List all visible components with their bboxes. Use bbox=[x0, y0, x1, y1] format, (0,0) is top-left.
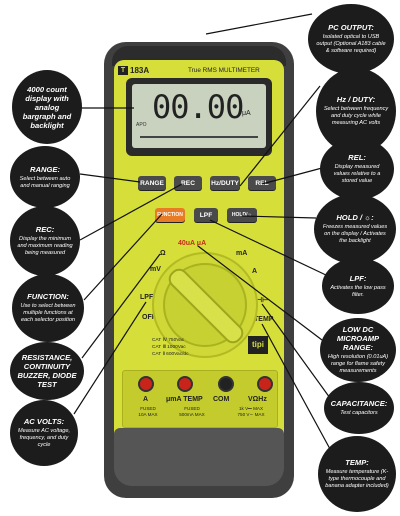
meter-bottom-boot bbox=[114, 428, 284, 486]
callout-hz-duty-title: Hz / DUTY: bbox=[336, 95, 376, 105]
callout-low-dc-title: LOW DC MICROAMP RANGE: bbox=[336, 325, 380, 353]
jack-label-v-ohm-hz: VΩHz bbox=[248, 396, 267, 403]
callout-function-title: FUNCTION: bbox=[27, 292, 69, 302]
callout-resistance-title: RESISTANCE, CONTINUITY BUZZER, DIODE TES… bbox=[17, 353, 77, 389]
fuse-label-10a: FUSED 10A MAX bbox=[138, 406, 158, 417]
callout-lpf-desc: Activates the low pass filter. bbox=[330, 284, 386, 298]
dial-label-a: A bbox=[252, 268, 258, 275]
callout-ac-volts-title: AC VOLTS: bbox=[23, 417, 65, 427]
display-reading: 00.00 bbox=[152, 88, 244, 126]
jack-com[interactable] bbox=[218, 376, 234, 392]
callout-rec-title: REC: bbox=[35, 225, 55, 235]
callout-temp-desc: Measure temperature (K-type thermocouple… bbox=[325, 469, 389, 489]
cat-rating-3: CAT Ⅱ 600Vac/dc bbox=[152, 352, 189, 357]
jack-label-ua-ma-temp: μmA TEMP bbox=[166, 396, 203, 403]
callout-lpf-title: LPF: bbox=[349, 273, 367, 283]
callout-capacitance-desc: Test capacitors bbox=[340, 410, 378, 417]
jack-10a[interactable] bbox=[138, 376, 154, 392]
hz-duty-button[interactable]: Hz/DUTY bbox=[210, 176, 240, 190]
display-unit: μA bbox=[242, 110, 251, 117]
callout-hz-duty-desc: Select between frequency and duty cycle … bbox=[323, 106, 389, 126]
function-button[interactable]: FUNCTION bbox=[155, 208, 185, 222]
callout-temp: TEMP: Measure temperature (K-type thermo… bbox=[318, 436, 396, 512]
jack-label-com: COM bbox=[213, 396, 230, 403]
fuse-label-500ma: FUSED 500mA MAX bbox=[179, 406, 205, 417]
callout-function: FUNCTION: Use to select between multiple… bbox=[12, 274, 84, 342]
dial-label-ohm: Ω bbox=[160, 250, 166, 257]
jack-label-a: A bbox=[143, 396, 149, 403]
display-apo: APO bbox=[136, 122, 147, 128]
dial-label-40ua: 40uA μA bbox=[178, 240, 207, 247]
callout-ac-volts: AC VOLTS: Measure AC voltage, frequency,… bbox=[10, 400, 78, 466]
lpf-button[interactable]: LPF bbox=[194, 208, 218, 222]
model-number: 183A bbox=[130, 66, 150, 75]
callout-range: RANGE: Select between auto and manual ra… bbox=[10, 146, 80, 208]
analog-bargraph bbox=[140, 136, 258, 138]
tpi-logo: tipi bbox=[248, 336, 268, 354]
rec-button[interactable]: REC bbox=[174, 176, 202, 190]
callout-hold-title: HOLD / ☼: bbox=[336, 213, 374, 223]
jack-ua-ma-temp[interactable] bbox=[177, 376, 193, 392]
range-button[interactable]: RANGE bbox=[138, 176, 166, 190]
callout-capacitance: CAPACITANCE: Test capacitors bbox=[324, 382, 394, 434]
dial-label-mv: mV bbox=[150, 266, 161, 273]
callout-function-desc: Use to select between multiple functions… bbox=[20, 303, 76, 323]
callout-rel-desc: Display measured values relative to a st… bbox=[333, 164, 381, 184]
callout-ac-volts-desc: Measure AC voltage, frequency, and duty … bbox=[17, 428, 71, 448]
callout-pc-output: PC OUTPUT: Isolated optical to USB outpu… bbox=[308, 4, 394, 74]
dial-label-capacitance: ⊣⊢ bbox=[256, 297, 269, 304]
dial-label-off: OFF bbox=[142, 314, 156, 321]
cat-rating-2: CAT Ⅲ 1000Vac bbox=[152, 345, 186, 350]
dial-label-ma: mA bbox=[236, 250, 248, 257]
callout-rel: REL: Display measured values relative to… bbox=[320, 138, 394, 200]
callout-capacitance-title: CAPACITANCE: bbox=[330, 399, 388, 409]
callout-pc-output-desc: Isolated optical to USB output (Optional… bbox=[316, 34, 386, 54]
callout-rec-desc: Display the minimum and maximum reading … bbox=[17, 236, 73, 256]
jack-v-ohm-hz[interactable] bbox=[257, 376, 273, 392]
voltage-rating-label: 1k V⎓ MAX 750 V∼ MAX bbox=[237, 406, 265, 417]
callout-temp-title: TEMP: bbox=[345, 458, 369, 468]
dial-label-lpf-v: LPF V bbox=[140, 294, 160, 301]
rel-button[interactable]: REL bbox=[248, 176, 276, 190]
hold-button[interactable]: HOLD/☼ bbox=[227, 208, 257, 222]
callout-hold: HOLD / ☼: Freezes measured values on the… bbox=[314, 194, 396, 264]
callout-low-dc: LOW DC MICROAMP RANGE: High resolution (… bbox=[320, 318, 396, 382]
callout-rec: REC: Display the minimum and maximum rea… bbox=[10, 206, 80, 276]
callout-low-dc-desc: High resolution (0.01uA) range for flame… bbox=[327, 354, 389, 374]
callout-range-title: RANGE: bbox=[30, 164, 60, 174]
brand-logo-icon: T bbox=[118, 66, 128, 75]
callout-lpf: LPF: Activates the low pass filter. bbox=[322, 258, 394, 314]
callout-pc-output-title: PC OUTPUT: bbox=[328, 23, 374, 33]
model-description: True RMS MULTIMETER bbox=[188, 67, 260, 74]
callout-rel-title: REL: bbox=[348, 153, 366, 163]
dial-label-temp: TEMP bbox=[254, 316, 274, 323]
callout-range-desc: Select between auto and manual ranging bbox=[19, 175, 71, 189]
cat-rating-1: CAT Ⅳ 750Vac bbox=[152, 338, 185, 343]
callout-display: 4000 count display with analog bargraph … bbox=[12, 70, 82, 144]
callout-resistance: RESISTANCE, CONTINUITY BUZZER, DIODE TES… bbox=[10, 342, 84, 400]
callout-display-title: 4000 count display with analog bargraph … bbox=[22, 84, 72, 130]
callout-hold-desc: Freezes measured values on the display /… bbox=[322, 224, 388, 244]
